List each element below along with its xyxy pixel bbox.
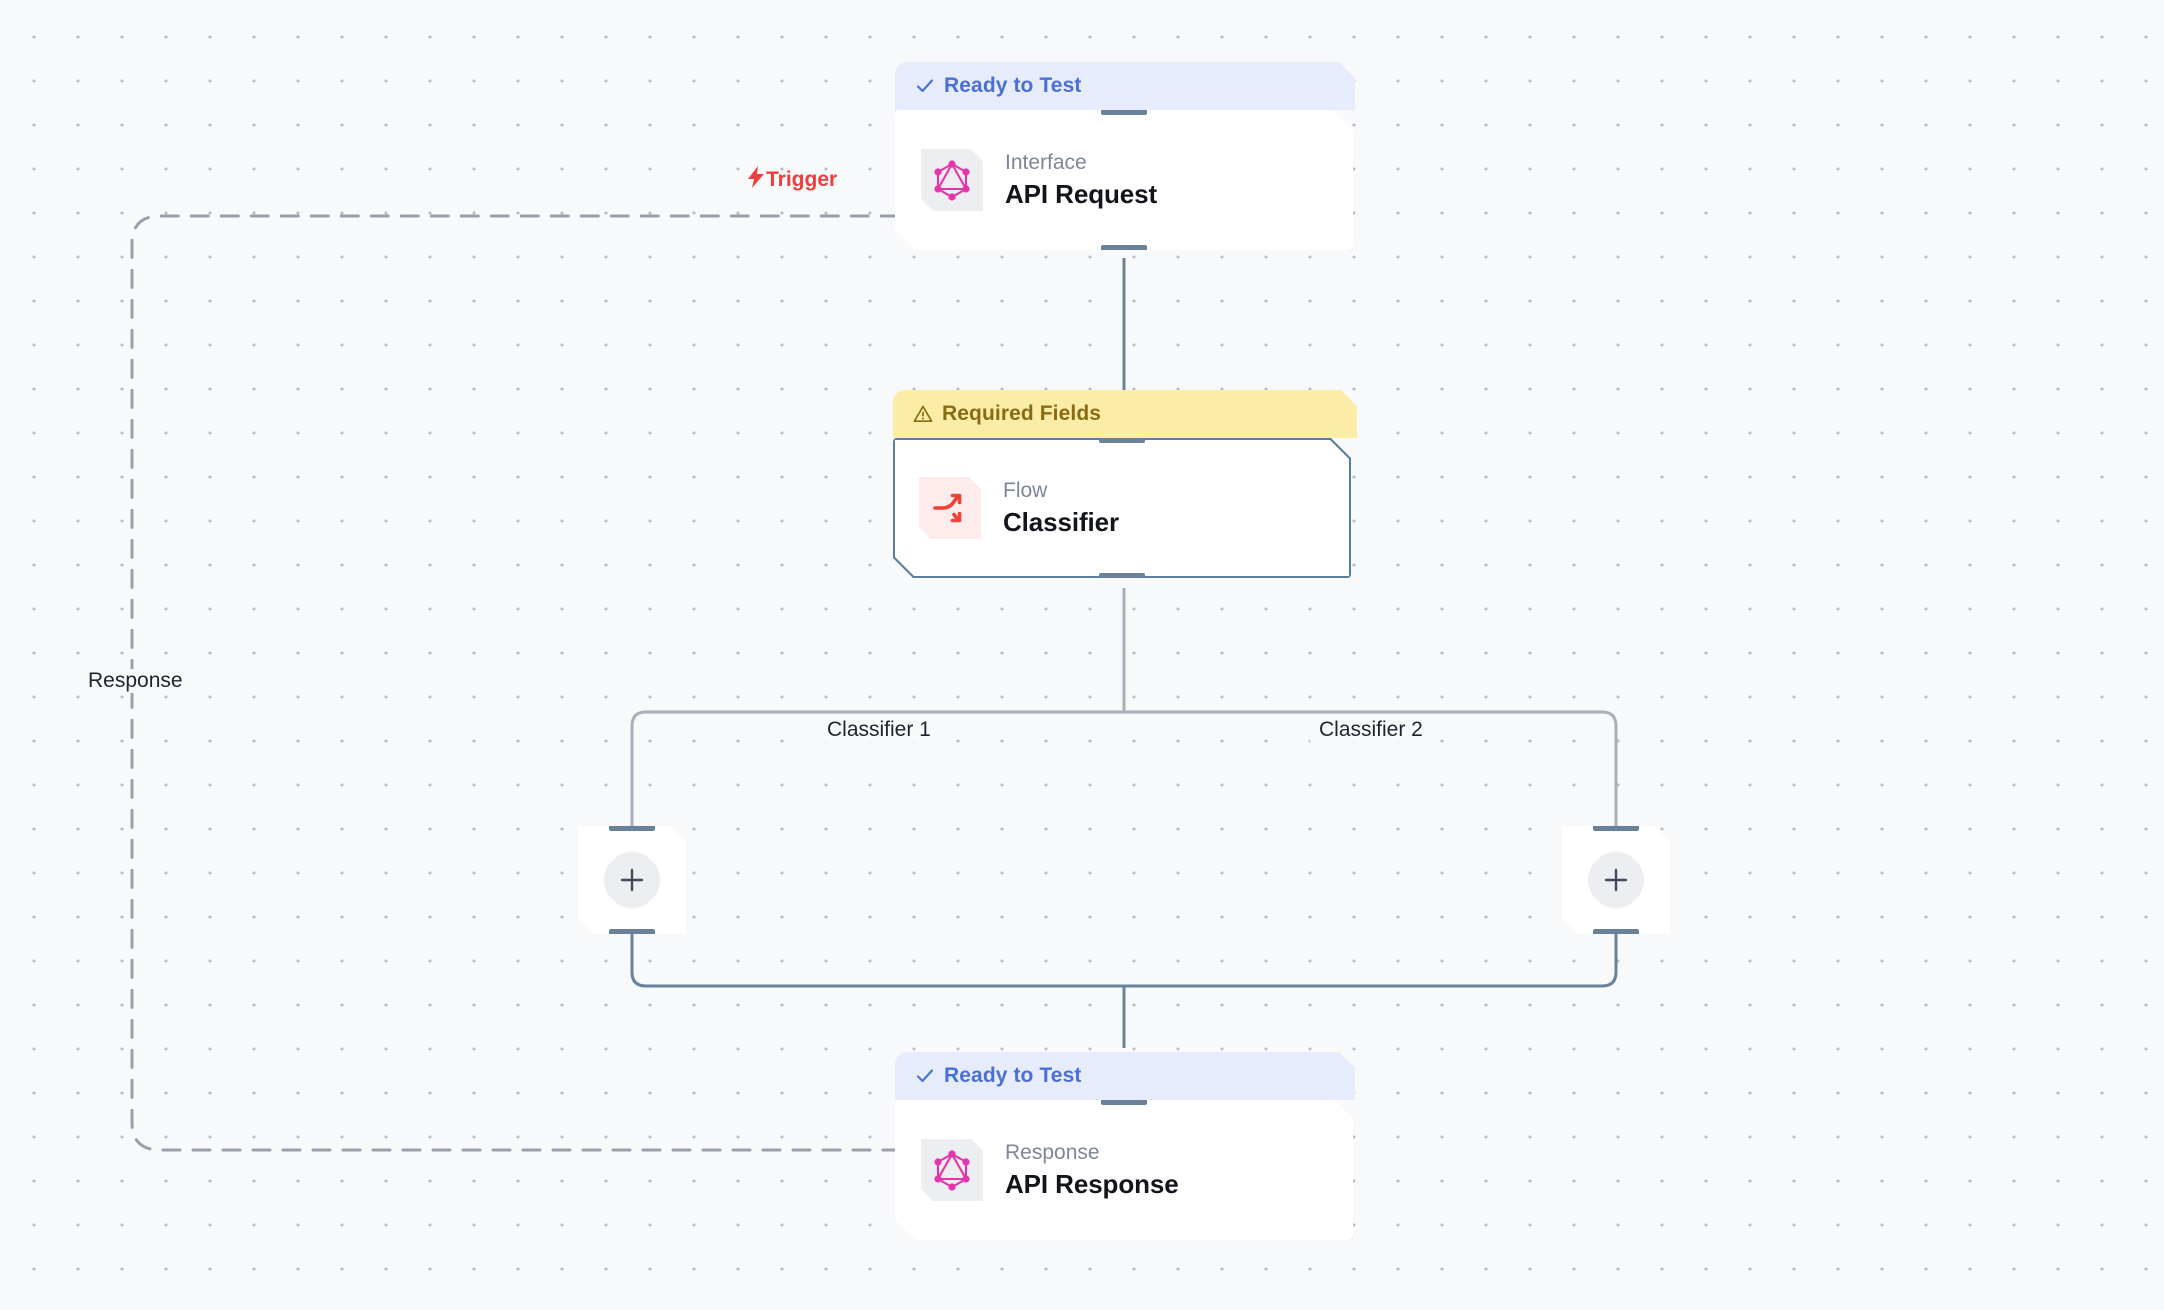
connector-tab-top[interactable] [1593, 817, 1639, 831]
branch-label-left: Classifier 1 [818, 718, 940, 742]
node-card[interactable]: Response API Response [895, 1100, 1353, 1240]
check-icon [915, 1066, 935, 1086]
node-api-request[interactable]: Ready to Test [895, 62, 1355, 250]
connector-tab-bottom[interactable] [609, 929, 655, 943]
status-badge-required-fields: Required Fields [893, 390, 1357, 438]
connector-tab-bottom[interactable] [1593, 929, 1639, 943]
branch-label-right: Classifier 2 [1310, 718, 1432, 742]
status-badge-label: Ready to Test [944, 74, 1082, 97]
node-title: API Request [1005, 178, 1158, 209]
node-kind: Interface [1005, 150, 1087, 174]
node-title: API Response [1005, 1168, 1179, 1199]
trigger-label-text: Trigger [766, 168, 838, 191]
warning-triangle-icon [913, 404, 933, 424]
add-step-left[interactable] [578, 826, 686, 934]
lightning-bolt-icon [748, 166, 765, 194]
node-kind: Flow [1003, 478, 1048, 502]
graphql-icon [921, 149, 983, 211]
connector-tab-bottom[interactable] [1101, 245, 1147, 259]
branch-split-icon [919, 477, 981, 539]
node-classifier[interactable]: Required Fields Flow [893, 390, 1357, 578]
check-icon [915, 76, 935, 96]
edge-merge-right [1124, 934, 1618, 988]
status-badge-ready-to-test: Ready to Test [895, 62, 1355, 110]
trigger-label: Trigger [748, 166, 837, 194]
status-badge-label: Ready to Test [944, 1064, 1082, 1087]
plus-icon[interactable] [1588, 852, 1644, 908]
node-api-response[interactable]: Ready to Test [895, 1052, 1355, 1240]
connector-tab-top[interactable] [609, 817, 655, 831]
status-badge-label: Required Fields [942, 402, 1102, 425]
node-title: Classifier [1003, 506, 1120, 537]
node-kind: Response [1005, 1140, 1100, 1164]
connector-tab-bottom[interactable] [1099, 573, 1145, 587]
edge-merge-left [630, 934, 1124, 988]
plus-icon[interactable] [604, 852, 660, 908]
edge-response-feedback [130, 214, 902, 1152]
add-step-right[interactable] [1562, 826, 1670, 934]
node-card[interactable]: Interface API Request [895, 110, 1353, 250]
node-card[interactable]: Flow Classifier [893, 438, 1351, 578]
graphql-icon [921, 1139, 983, 1201]
response-label: Response [82, 669, 189, 693]
status-badge-ready-to-test: Ready to Test [895, 1052, 1355, 1100]
